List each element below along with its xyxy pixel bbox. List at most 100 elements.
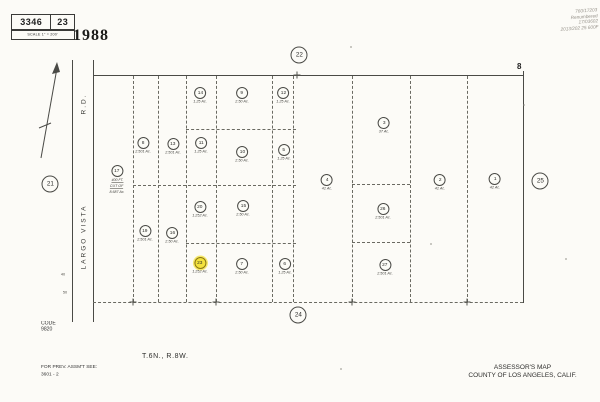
- parcel-number-circle: 2: [433, 174, 446, 186]
- map-book-number: 3346: [12, 15, 52, 29]
- assessor-map-line2: COUNTY OF LOS ANGELES, CALIF.: [468, 372, 577, 379]
- parcel-boundary-line: [293, 76, 294, 302]
- parcel-boundary-line: [186, 243, 296, 244]
- section-circle: 21: [41, 175, 59, 193]
- parcel-number-circle: 12: [276, 87, 289, 99]
- tax-code-block: CODE 9820: [41, 321, 56, 333]
- parcel-number-circle: 1: [488, 173, 501, 185]
- road-edge-line-right: [93, 60, 94, 322]
- parcel-acreage: 1.25 Ac.: [276, 100, 290, 104]
- parcel-marker: 4 41 Ac.: [319, 174, 336, 192]
- township-range-label: T.6N., R.8W.: [142, 353, 189, 360]
- parcel-number-circle: 6: [278, 258, 291, 270]
- parcel-acreage: 1.25 Ac.: [278, 271, 292, 275]
- paper-speckle: [340, 368, 342, 370]
- parcel-boundary-line: [186, 129, 296, 130]
- parcel-boundary-line: [216, 76, 217, 302]
- parcel-acreage: 1.25 Ac.: [277, 157, 291, 161]
- parcel-number-circle: 26: [376, 203, 389, 215]
- map-page-number: 23: [57, 17, 69, 27]
- year-stamp: 1988: [73, 27, 109, 44]
- parcel-acreage: 2.50 Ac.: [235, 100, 249, 104]
- parcel-acreage: 41 Ac.: [321, 187, 333, 191]
- paper-speckle: [430, 243, 432, 245]
- prev-assessment-label: FOR PREV. ASSM'T SEE:: [41, 365, 98, 370]
- parcel-boundary-line: [467, 76, 468, 302]
- parcel-number-circle: 11: [194, 137, 207, 149]
- parcel-acreage: 41 Ac.: [434, 187, 446, 191]
- parcel-number: 17: [114, 168, 120, 174]
- dimension-tick-label: 50: [62, 291, 68, 295]
- parcel-number-circle: 9: [235, 87, 248, 99]
- parcel-number: 1: [493, 176, 497, 182]
- parcel-note-line: 8.687 Ac.: [109, 190, 125, 194]
- parcel-acreage: 2.501 Ac.: [137, 238, 153, 242]
- parcel-acreage: 2.501 Ac.: [375, 216, 391, 220]
- parcel-number: 3: [382, 120, 386, 126]
- assessor-map-title-block: ASSESSOR'S MAP COUNTY OF LOS ANGELES, CA…: [455, 364, 590, 380]
- parcel-note-line: CUT OF: [110, 184, 124, 189]
- section-number: 24: [294, 311, 302, 319]
- paper-speckle: [350, 46, 352, 48]
- parcel-number: 27: [382, 262, 388, 268]
- scale-box: SCALE 1" = 200': [11, 30, 75, 40]
- parcel-number-circle: 14: [193, 87, 206, 99]
- parcel-number: 10: [239, 149, 245, 155]
- parcel-boundary-line: [352, 184, 410, 185]
- map-boundary-right: [523, 71, 524, 303]
- parcel-marker: 19 2.501 Ac.: [132, 225, 157, 243]
- parcel-acreage: 1.252 Ac.: [192, 214, 208, 218]
- parcel-number: 12: [280, 90, 286, 96]
- north-arrow-icon: [38, 62, 60, 159]
- parcel-number-circle: 5: [277, 144, 290, 156]
- parcel-boundary-line: [272, 76, 273, 302]
- parcel-boundary-line: [186, 76, 187, 302]
- parcel-number: 19: [142, 228, 148, 234]
- parcel-number-circle: 8: [136, 137, 149, 149]
- parcel-marker: 12 1.25 Ac.: [272, 87, 294, 105]
- code-value: 9820: [41, 326, 53, 333]
- parcel-acreage: 2.50 Ac.: [235, 271, 249, 275]
- corner-monument-mark: 8: [517, 62, 522, 71]
- highlighted-parcel-circle: 23: [193, 257, 206, 269]
- section-number: 25: [536, 177, 544, 185]
- parcel-acreage: 2.501 Ac.: [165, 151, 181, 155]
- survey-tick-cross: [348, 298, 356, 306]
- parcel-number: 4: [325, 177, 329, 183]
- parcel-boundary-line: [410, 76, 411, 302]
- parcel-number: 20: [197, 204, 203, 210]
- parcel-acreage: 1.25 Ac.: [193, 100, 207, 104]
- paper-speckle: [565, 258, 567, 260]
- section-number: 22: [295, 51, 303, 59]
- parcel-number: 16: [169, 230, 175, 236]
- parcel-number-circle: 20: [193, 201, 206, 213]
- road-suffix-label: R.D.: [80, 93, 88, 115]
- survey-tick-cross: [212, 298, 220, 306]
- parcel-boundary-line: [352, 242, 410, 243]
- scale-label: SCALE 1" = 200': [27, 33, 59, 37]
- map-boundary-top: [93, 75, 523, 76]
- survey-tick-cross: [129, 298, 137, 306]
- assessor-map-line1: ASSESSOR'S MAP: [493, 364, 552, 371]
- parcel-number-circle: 13: [166, 138, 179, 150]
- prev-assessment-value: 3601 - 2: [41, 372, 59, 377]
- parcel-number-circle: 10: [235, 146, 248, 158]
- parcel-number: 15: [240, 203, 246, 209]
- parcel-number-circle: 4: [320, 174, 333, 186]
- paper-speckle: [523, 104, 525, 106]
- parcel-number: 2: [438, 177, 442, 183]
- parcel-marker: 2 41 Ac.: [432, 174, 449, 192]
- section-circle: 24: [289, 306, 307, 324]
- parcel-marker: 20 1.252 Ac.: [187, 201, 212, 219]
